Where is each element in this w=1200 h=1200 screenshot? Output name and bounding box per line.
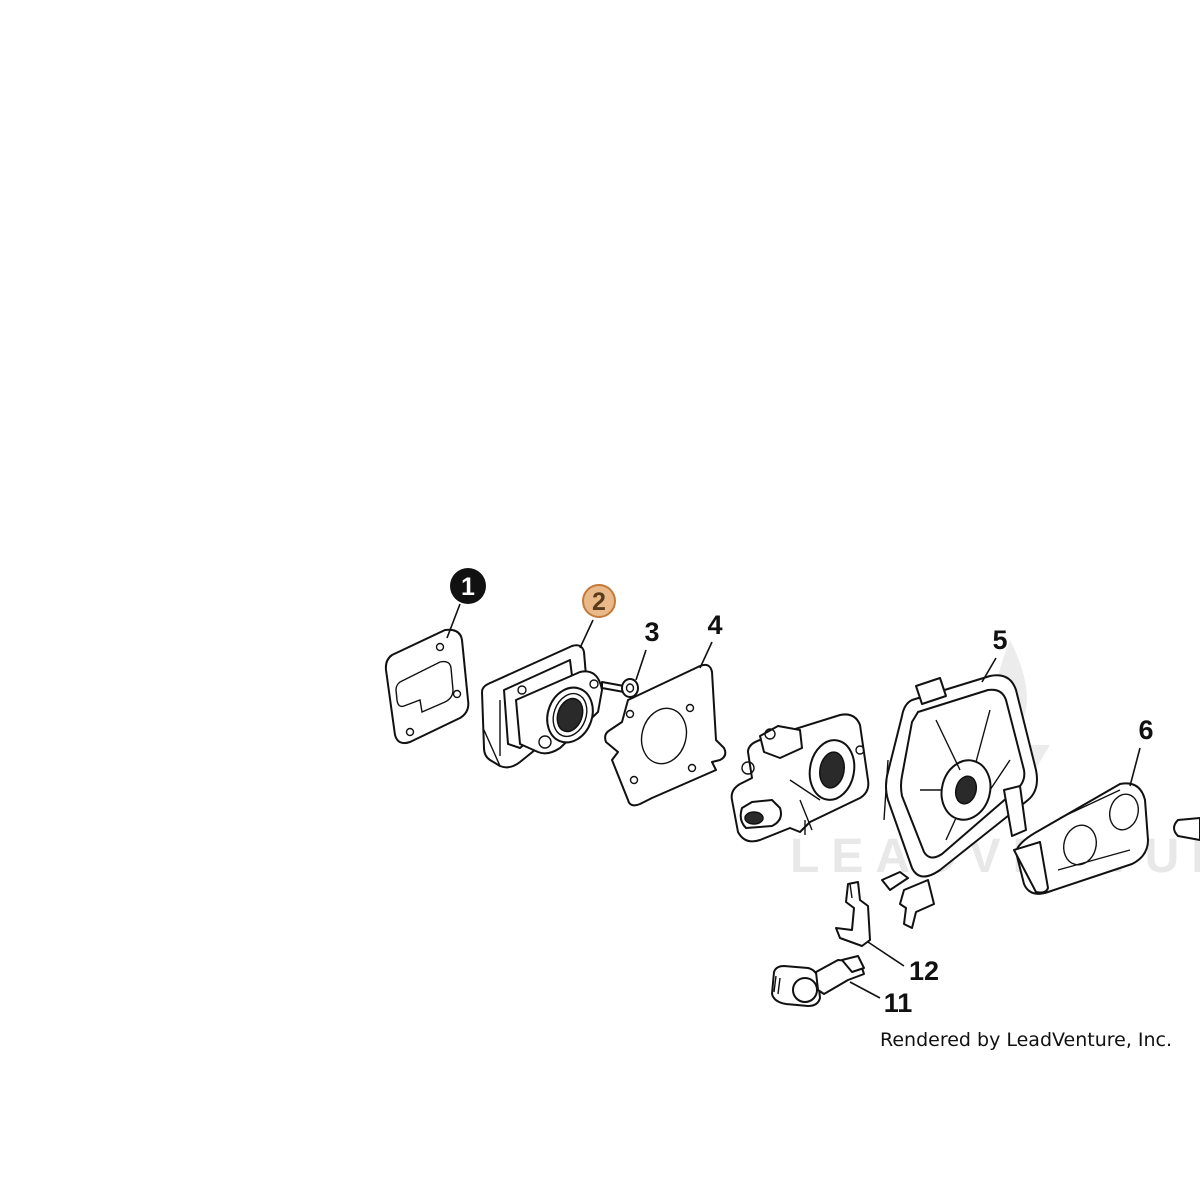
callout-2[interactable]: 2 [582, 584, 616, 618]
part-2-intake[interactable] [481, 644, 603, 769]
callout-1-label: 1 [461, 573, 475, 601]
carburetor[interactable] [730, 713, 870, 843]
part-11-trigger[interactable] [771, 955, 865, 1007]
part-7-rod-partial[interactable] [1173, 817, 1200, 841]
callout-12-label[interactable]: 12 [909, 956, 939, 986]
part-5-filter-housing[interactable] [881, 674, 1038, 929]
part-6-cover[interactable] [1013, 782, 1149, 895]
credit-text: Rendered by LeadVenture, Inc. [880, 1029, 1172, 1051]
callout-1[interactable]: 1 [450, 568, 486, 604]
part-4-gasket[interactable] [604, 663, 727, 807]
part-3-screw[interactable] [601, 678, 639, 698]
callout-3-label[interactable]: 3 [644, 617, 659, 647]
callout-2-label: 2 [592, 588, 606, 616]
callout-6-label[interactable]: 6 [1138, 715, 1153, 745]
callout-5-label[interactable]: 5 [992, 625, 1007, 655]
callout-11-label[interactable]: 11 [884, 988, 913, 1018]
callout-4-label[interactable]: 4 [707, 610, 722, 640]
leader-lines [446, 603, 1141, 999]
part-1-gasket[interactable] [384, 628, 470, 745]
part-12-bracket[interactable] [835, 881, 871, 947]
